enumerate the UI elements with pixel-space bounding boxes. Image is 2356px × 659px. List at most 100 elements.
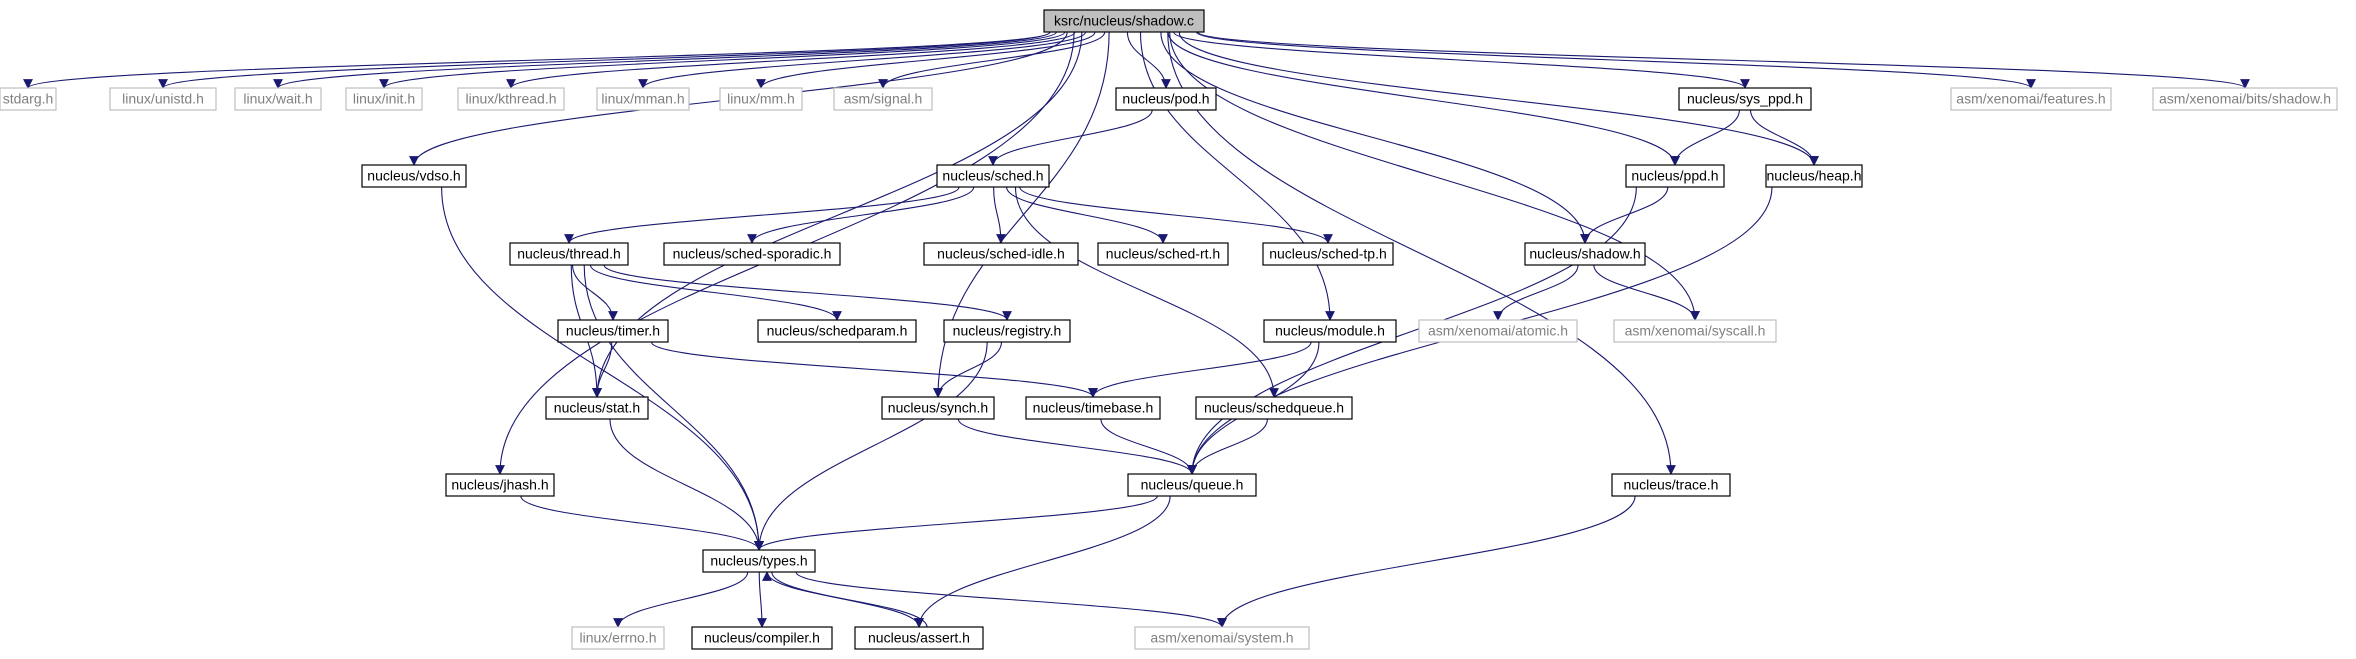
node-box-sched — [936, 164, 1050, 188]
node-box-schedparam — [757, 319, 917, 343]
node-pod[interactable]: nucleus/pod.h — [1115, 87, 1217, 111]
node-label-mm: linux/mm.h — [727, 91, 795, 107]
node-label-heap: nucleus/heap.h — [1767, 168, 1862, 184]
edge-nshadow-to-syscall — [1593, 264, 1700, 321]
node-label-sporadic: nucleus/sched-sporadic.h — [673, 246, 832, 262]
node-label-stdarg: stdarg.h — [3, 91, 54, 107]
node-kthread: linux/kthread.h — [457, 87, 565, 111]
node-tp[interactable]: nucleus/sched-tp.h — [1262, 242, 1394, 266]
node-label-compiler: nucleus/compiler.h — [704, 630, 820, 646]
edge-assert-to-types — [762, 571, 928, 628]
node-label-ppd: nucleus/ppd.h — [1631, 168, 1718, 184]
node-label-types: nucleus/types.h — [710, 553, 807, 569]
edge-sched-to-thread — [564, 186, 960, 244]
node-ppd[interactable]: nucleus/ppd.h — [1625, 164, 1725, 188]
node-label-rt: nucleus/sched-rt.h — [1106, 246, 1220, 262]
node-assert[interactable]: nucleus/assert.h — [854, 626, 984, 650]
node-label-tp: nucleus/sched-tp.h — [1269, 246, 1387, 262]
node-box-ppd — [1625, 164, 1725, 188]
node-label-sched: nucleus/sched.h — [942, 168, 1043, 184]
edge-sched-to-tp — [1019, 186, 1333, 244]
node-errno: linux/errno.h — [571, 626, 665, 650]
node-box-heap — [1765, 164, 1863, 188]
node-queue[interactable]: nucleus/queue.h — [1127, 473, 1257, 497]
edge-shadow_c-to-heap — [1178, 31, 1819, 166]
node-label-init: linux/init.h — [353, 91, 415, 107]
node-types[interactable]: nucleus/types.h — [702, 549, 816, 573]
node-jhash[interactable]: nucleus/jhash.h — [445, 473, 555, 497]
node-system: asm/xenomai/system.h — [1134, 626, 1310, 650]
node-box-nshadow — [1524, 242, 1646, 266]
node-label-pod: nucleus/pod.h — [1122, 91, 1209, 107]
node-init: linux/init.h — [345, 87, 423, 111]
edge-pod-to-sched — [988, 109, 1153, 166]
node-box-tp — [1262, 242, 1394, 266]
node-box-pod — [1115, 87, 1217, 111]
node-sched[interactable]: nucleus/sched.h — [936, 164, 1050, 188]
edge-sys_ppd-to-ppd — [1670, 109, 1740, 166]
edge-stat-to-types — [609, 418, 764, 551]
node-label-synch: nucleus/synch.h — [888, 400, 988, 416]
node-timer[interactable]: nucleus/timer.h — [557, 319, 669, 343]
edge-thread-to-timer — [571, 264, 618, 321]
edge-trace-to-system — [1217, 495, 1636, 628]
node-label-vdso: nucleus/vdso.h — [367, 168, 460, 184]
node-trace[interactable]: nucleus/trace.h — [1611, 473, 1731, 497]
edge-shadow_c-to-wait — [273, 31, 1057, 89]
node-label-jhash: nucleus/jhash.h — [451, 477, 548, 493]
node-sporadic[interactable]: nucleus/sched-sporadic.h — [663, 242, 841, 266]
node-heap[interactable]: nucleus/heap.h — [1765, 164, 1863, 188]
node-label-mman: linux/mman.h — [601, 91, 684, 107]
edge-sched-to-sporadic — [747, 186, 975, 244]
node-box-assert — [854, 626, 984, 650]
edge-types-to-errno — [613, 571, 749, 628]
node-box-compiler — [691, 626, 833, 650]
edge-sched-to-rt — [1006, 186, 1168, 244]
node-box-stdarg — [0, 87, 57, 111]
node-box-syscall — [1613, 319, 1777, 343]
node-schedqueue[interactable]: nucleus/schedqueue.h — [1195, 396, 1353, 420]
node-box-features — [1950, 87, 2112, 111]
node-label-signal: asm/signal.h — [844, 91, 923, 107]
node-mm: linux/mm.h — [719, 87, 803, 111]
node-module[interactable]: nucleus/module.h — [1263, 319, 1397, 343]
node-rt[interactable]: nucleus/sched-rt.h — [1097, 242, 1229, 266]
node-thread[interactable]: nucleus/thread.h — [509, 242, 629, 266]
node-stat[interactable]: nucleus/stat.h — [545, 396, 649, 420]
node-box-jhash — [445, 473, 555, 497]
node-stdarg: stdarg.h — [0, 87, 57, 111]
node-box-sys_ppd — [1678, 87, 1812, 111]
node-box-idle — [923, 242, 1079, 266]
node-label-features: asm/xenomai/features.h — [1956, 91, 2105, 107]
node-vdso[interactable]: nucleus/vdso.h — [361, 164, 467, 188]
node-label-module: nucleus/module.h — [1275, 323, 1385, 339]
node-box-signal — [833, 87, 933, 111]
node-synch[interactable]: nucleus/synch.h — [881, 396, 995, 420]
node-label-queue: nucleus/queue.h — [1141, 477, 1244, 493]
node-timebase[interactable]: nucleus/timebase.h — [1025, 396, 1161, 420]
node-box-thread — [509, 242, 629, 266]
edge-shadow_c-to-kthread — [506, 31, 1076, 89]
node-nshadow[interactable]: nucleus/shadow.h — [1524, 242, 1646, 266]
node-mman: linux/mman.h — [596, 87, 690, 111]
node-sys_ppd[interactable]: nucleus/sys_ppd.h — [1678, 87, 1812, 111]
node-compiler[interactable]: nucleus/compiler.h — [691, 626, 833, 650]
edge-shadow_c-to-mman — [638, 31, 1087, 89]
edge-shadow_c-to-unistd — [158, 31, 1051, 89]
node-shadow_c[interactable]: ksrc/nucleus/shadow.c — [1043, 9, 1205, 33]
node-box-bits_shadow — [2152, 87, 2338, 111]
edges-layer — [23, 31, 2250, 628]
node-schedparam[interactable]: nucleus/schedparam.h — [757, 319, 917, 343]
node-label-stat: nucleus/stat.h — [554, 400, 640, 416]
node-label-system: asm/xenomai/system.h — [1150, 630, 1293, 646]
node-label-timebase: nucleus/timebase.h — [1033, 400, 1154, 416]
node-box-mm — [719, 87, 803, 111]
node-idle[interactable]: nucleus/sched-idle.h — [923, 242, 1079, 266]
node-label-wait: linux/wait.h — [243, 91, 312, 107]
node-atomic: asm/xenomai/atomic.h — [1418, 319, 1578, 343]
node-box-system — [1134, 626, 1310, 650]
node-registry[interactable]: nucleus/registry.h — [943, 319, 1071, 343]
node-label-idle: nucleus/sched-idle.h — [937, 246, 1065, 262]
edge-ppd-to-nshadow — [1580, 186, 1669, 244]
